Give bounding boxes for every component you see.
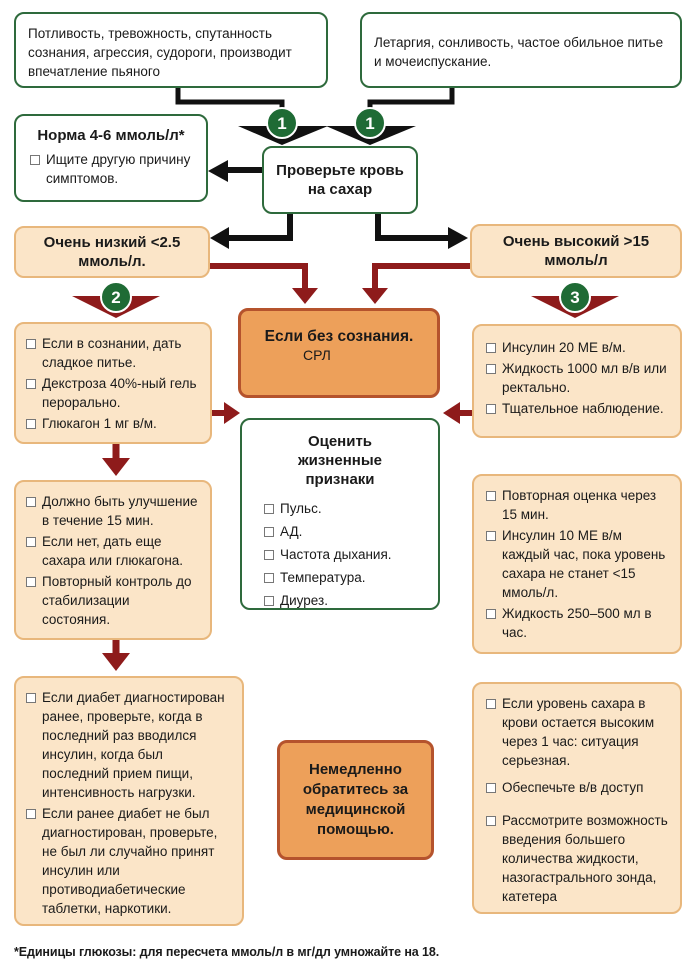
- list-item: Повторная оценка через 15 мин.: [484, 486, 670, 524]
- list-item: Инсулин 10 МЕ в/м каждый час, пока урове…: [484, 526, 670, 602]
- norm-title: Норма 4-6 ммоль/л*: [37, 127, 185, 144]
- arrow-to-very-low: [210, 227, 229, 249]
- list-item: Повторный контроль до стабилизации состо…: [24, 572, 200, 629]
- arrow-low-to-vitals: [224, 402, 240, 424]
- hyper-symptoms-box: Летаргия, сонливость, частое обильное пи…: [360, 12, 682, 88]
- arrow-high-to-unconscious: [362, 288, 388, 304]
- list-item: Ищите другую причину симптомов.: [28, 150, 194, 188]
- high-step3-list: Если уровень сахара в крови остается выс…: [484, 694, 670, 906]
- check-blood-box: Проверьте кровь на сахар: [262, 146, 418, 214]
- urgent-text: Немедленно обратитесь за медицинской пом…: [302, 761, 409, 838]
- arrow-high-to-vitals: [443, 402, 460, 424]
- svg-text:2: 2: [111, 288, 120, 307]
- vitals-list: Пульс. АД. Частота дыхания. Температура.…: [256, 499, 424, 610]
- list-item: Тщательное наблюдение.: [484, 399, 670, 418]
- svg-text:1: 1: [365, 114, 374, 133]
- list-item: Частота дыхания.: [262, 545, 424, 564]
- high-step2-list: Повторная оценка через 15 мин. Инсулин 1…: [484, 486, 670, 642]
- list-item: Обеспечьте в/в доступ: [484, 778, 670, 797]
- norm-list: Ищите другую причину симптомов.: [28, 150, 194, 188]
- low-step2-list: Должно быть улучшение в течение 15 мин. …: [24, 492, 200, 629]
- list-item: АД.: [262, 522, 424, 541]
- list-item: Рассмотрите возможность введения большег…: [484, 811, 670, 906]
- norm-box: Норма 4-6 ммоль/л* Ищите другую причину …: [14, 114, 208, 202]
- unconscious-text: СРЛ: [303, 347, 331, 363]
- list-item: Декстроза 40%-ный гель перорально.: [24, 374, 200, 412]
- list-item: Диурез.: [262, 591, 424, 610]
- low-step3-box: Если диабет диагностирован ранее, провер…: [14, 676, 244, 926]
- low-step1-list: Если в сознании, дать сладкое питье. Дек…: [24, 334, 200, 433]
- vitals-box: Оценить жизненные признаки Пульс. АД. Ча…: [240, 418, 440, 610]
- list-item: Если нет, дать еще сахара или глюкагона.: [24, 532, 200, 570]
- step-badge-1a: 1: [266, 107, 298, 139]
- hyper-symptoms-text: Летаргия, сонливость, частое обильное пи…: [374, 35, 664, 69]
- list-item: Пульс.: [262, 499, 424, 518]
- list-item: Инсулин 20 МЕ в/м.: [484, 338, 670, 357]
- arrow-to-norm: [208, 160, 228, 182]
- very-low-box: Очень низкий <2.5 ммоль/л.: [14, 226, 210, 278]
- low-step2-box: Должно быть улучшение в течение 15 мин. …: [14, 480, 212, 640]
- check-blood-text: Проверьте кровь на сахар: [276, 162, 404, 198]
- list-item: Если ранее диабет не был диагностирован,…: [24, 804, 232, 918]
- step-badge-1b: 1: [354, 107, 386, 139]
- unconscious-box: Если без сознания. СРЛ: [238, 308, 440, 398]
- high-step1-box: Инсулин 20 МЕ в/м. Жидкость 1000 мл в/в …: [472, 324, 682, 438]
- svg-text:1: 1: [277, 114, 286, 133]
- svg-text:3: 3: [570, 288, 579, 307]
- step-badge-2: 2: [100, 281, 132, 313]
- high-step2-box: Повторная оценка через 15 мин. Инсулин 1…: [472, 474, 682, 654]
- low-step1-box: Если в сознании, дать сладкое питье. Дек…: [14, 322, 212, 444]
- low-step3-list: Если диабет диагностирован ранее, провер…: [24, 688, 232, 918]
- list-item: Должно быть улучшение в течение 15 мин.: [24, 492, 200, 530]
- list-item: Если уровень сахара в крови остается выс…: [484, 694, 670, 770]
- very-high-box: Очень высокий >15 ммоль/л: [470, 224, 682, 278]
- high-step1-list: Инсулин 20 МЕ в/м. Жидкость 1000 мл в/в …: [484, 338, 670, 418]
- arrow-low-to-unconscious: [292, 288, 318, 304]
- list-item: Глюкагон 1 мг в/м.: [24, 414, 200, 433]
- footnote: *Единицы глюкозы: для пересчета ммоль/л …: [14, 945, 440, 959]
- list-item: Температура.: [262, 568, 424, 587]
- hypo-symptoms-text: Потливость, тревожность, спутанность соз…: [28, 26, 292, 79]
- very-high-text: Очень высокий >15 ммоль/л: [502, 233, 650, 269]
- arrow-low-step2: [102, 458, 130, 476]
- unconscious-title: Если без сознания.: [264, 328, 414, 345]
- list-item: Жидкость 1000 мл в/в или ректально.: [484, 359, 670, 397]
- very-low-text: Очень низкий <2.5 ммоль/л.: [43, 234, 181, 270]
- list-item: Если в сознании, дать сладкое питье.: [24, 334, 200, 372]
- list-item: Жидкость 250–500 мл в час.: [484, 604, 670, 642]
- high-step3-box: Если уровень сахара в крови остается выс…: [472, 682, 682, 914]
- step-badge-3: 3: [559, 281, 591, 313]
- arrow-low-step3: [102, 653, 130, 671]
- list-item: Если диабет диагностирован ранее, провер…: [24, 688, 232, 802]
- vitals-title: Оценить жизненные признаки: [298, 433, 382, 488]
- arrow-to-very-high: [448, 227, 468, 249]
- urgent-box: Немедленно обратитесь за медицинской пом…: [277, 740, 434, 860]
- hypo-symptoms-box: Потливость, тревожность, спутанность соз…: [14, 12, 328, 88]
